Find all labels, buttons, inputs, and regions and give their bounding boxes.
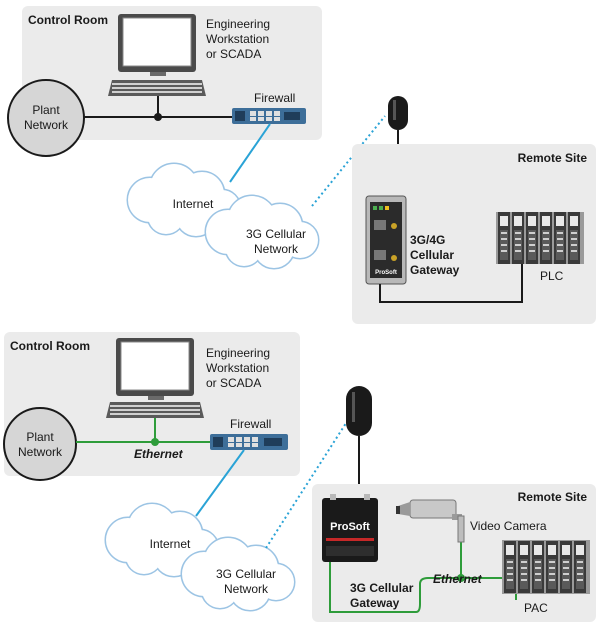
control-room-panel [22, 6, 322, 140]
pac-device-icon [502, 540, 590, 594]
ethernet-label: Ethernet [134, 447, 184, 461]
workstation-computer-icon [106, 338, 204, 418]
antenna-icon [388, 96, 408, 130]
bottom-diagram: Control Room Engineering Workstation or … [3, 332, 596, 622]
workstation-label-line3: or SCADA [206, 376, 261, 390]
gateway-label-line1: 3G/4G [410, 233, 445, 247]
firewall-icon [210, 434, 288, 450]
workstation-computer-icon [108, 14, 206, 96]
firewall-label: Firewall [254, 91, 295, 105]
top-diagram: Control Room Engineering Workstation or … [7, 6, 596, 324]
workstation-label-line2: Workstation [206, 361, 269, 375]
plant-network-label-line1: Plant [26, 430, 54, 444]
workstation-label-line3: or SCADA [206, 47, 261, 61]
cellular-network-label-line1: 3G Cellular [216, 567, 276, 581]
control-room-title: Control Room [28, 13, 108, 27]
gateway-brand-label: ProSoft [375, 270, 397, 276]
video-camera-icon [396, 499, 465, 543]
ethernet-remote-label: Ethernet [433, 572, 483, 586]
cellular-network-label-line1: 3G Cellular [246, 227, 306, 241]
workstation-label-line2: Workstation [206, 32, 269, 46]
cellular-gateway-device-icon [365, 195, 407, 285]
cellular-network-label-line2: Network [254, 242, 299, 256]
gateway-label-line2: Cellular [410, 248, 454, 262]
gateway-to-pac-ethernet-link [329, 562, 517, 613]
workstation-label-line1: Engineering [206, 346, 270, 360]
cellular-wireless-link [311, 115, 386, 207]
plant-network-label-line1: Plant [32, 103, 60, 117]
video-camera-label: Video Camera [470, 519, 547, 533]
gateway-label-line1: 3G Cellular [350, 581, 414, 595]
gateway-brand-label: ProSoft [330, 521, 370, 533]
firewall-to-internet-link [195, 449, 245, 517]
plant-network-label-line2: Network [24, 118, 69, 132]
firewall-label: Firewall [230, 417, 271, 431]
antenna-icon [346, 386, 372, 436]
cellular-wireless-link [265, 419, 349, 549]
pac-label: PAC [524, 601, 548, 615]
gateway-label-line3: Gateway [410, 263, 460, 277]
remote-site-title: Remote Site [518, 151, 588, 165]
remote-site-title: Remote Site [518, 490, 588, 504]
plant-network-node [3, 407, 77, 481]
internet-label: Internet [150, 537, 191, 551]
workstation-label-line1: Engineering [206, 17, 270, 31]
gateway-to-plc-link [379, 262, 523, 303]
cellular-gateway-device-icon [322, 494, 378, 562]
junction-dot [154, 113, 162, 121]
plc-device-icon [496, 212, 584, 264]
cellular-network-label-line2: Network [224, 582, 269, 596]
firewall-icon [232, 108, 306, 124]
firewall-to-internet-link [229, 123, 271, 183]
remote-site-panel [352, 144, 596, 324]
plc-label: PLC [540, 269, 564, 283]
gateway-label-line2: Gateway [350, 596, 400, 610]
internet-label: Internet [173, 197, 214, 211]
plant-network-label-line2: Network [18, 445, 63, 459]
junction-dot [151, 438, 159, 446]
control-room-title: Control Room [10, 339, 90, 353]
junction-dot [457, 574, 465, 582]
